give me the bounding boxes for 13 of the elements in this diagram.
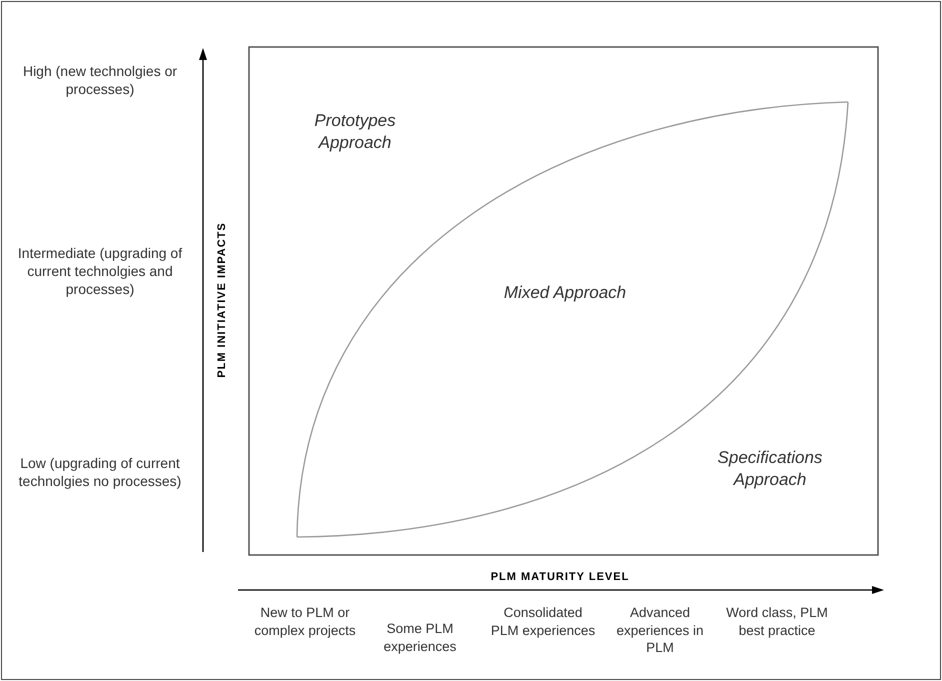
tick-label: New to PLM or complex projects [253, 604, 357, 640]
axis-label: Low (upgrading of current technolgies no processes) [18, 454, 182, 490]
axis-title: PLM INITIATIVE IMPACTS [214, 222, 229, 378]
axis-title: PLM MATURITY LEVEL [490, 570, 630, 584]
tick-label: Word class, PLM best practice [725, 604, 829, 640]
axis-label: Intermediate (upgrading of current technolgies and processes) [16, 244, 184, 299]
tick-label: Advanced experiences in PLM [615, 604, 705, 657]
region-label: Prototypes Approach [313, 110, 397, 154]
region-label: Specifications Approach [716, 447, 824, 492]
tick-label: Some PLM experiences [382, 620, 458, 656]
tick-label: Consolidated PLM experiences [490, 604, 596, 640]
region-label: Mixed Approach [502, 282, 628, 304]
axis-label: High (new technolgies or processes) [22, 62, 178, 98]
